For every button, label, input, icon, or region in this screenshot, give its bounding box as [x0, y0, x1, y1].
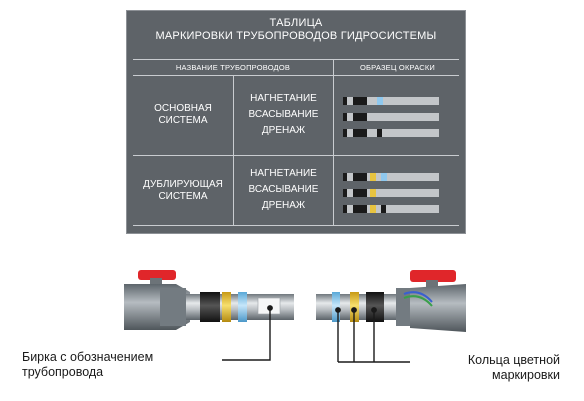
ring-leader-dot [351, 307, 357, 313]
ring-black [377, 129, 382, 137]
ring-black [381, 205, 386, 213]
tag-leader-line [222, 308, 271, 361]
line-pressure: НАГНЕТАНИЕ [250, 168, 317, 179]
ring-black [353, 97, 367, 105]
left-ring-blue [238, 292, 247, 322]
divider-under-header [133, 75, 459, 76]
system-main-name: ОСНОВНАЯ СИСТЕМА [133, 103, 233, 127]
system-backup-name-line1: ДУБЛИРУЮЩАЯ [143, 179, 223, 190]
right-valve-stem [426, 280, 438, 288]
caption-pipeline-tag: Бирка с обозначением трубопровода [22, 350, 153, 380]
ring-yellow [370, 189, 376, 197]
ring-yellow [370, 205, 376, 213]
ring-yellow [370, 173, 376, 181]
divider-col-lines-2 [233, 155, 234, 225]
header-pipeline-name: НАЗВАНИЕ ТРУБОПРОВОДОВ [175, 63, 291, 72]
line-drain: ДРЕНАЖ [261, 200, 306, 211]
system-backup-name: ДУБЛИРУЮЩАЯ СИСТЕМА [129, 179, 237, 203]
line-suction: ВСАСЫВАНИЕ [248, 184, 319, 195]
marking-table-plate: ТАБЛИЦА МАРКИРОВКИ ТРУБОПРОВОДОВ ГИДРОСИ… [126, 10, 466, 234]
right-ring-blue [332, 292, 340, 322]
caption-rings-line2: маркировки [492, 368, 560, 382]
left-ring-yellow [222, 292, 231, 322]
left-valve-handle [138, 270, 176, 280]
right-fitting-body [410, 284, 466, 332]
swatch-backup-pressure [343, 173, 439, 181]
right-pipe-assembly [316, 270, 466, 332]
caption-tag-line1: Бирка с обозначением [22, 350, 154, 364]
plate-title-line1: ТАБЛИЦА [269, 17, 323, 29]
left-ring-black [200, 292, 220, 322]
system-main-name-line1: ОСНОВНАЯ [154, 103, 212, 114]
ring-black [343, 173, 347, 181]
ring-black [343, 113, 347, 121]
divider-between-systems [133, 155, 459, 156]
plate-title-line2: МАРКИРОВКИ ТРУБОПРОВОДОВ ГИДРОСИСТЕМЫ [155, 30, 437, 42]
swatch-main-drain [343, 129, 439, 137]
leader-lines [222, 305, 410, 363]
ring-black [343, 129, 347, 137]
ring-black [343, 97, 347, 105]
left-pipe-assembly [124, 270, 294, 330]
divider-col-sample [333, 59, 334, 225]
system-main-lines: НАГНЕТАНИЕ ВСАСЫВАНИЕ ДРЕНАЖ [234, 91, 333, 139]
pipe-diagram [124, 270, 466, 363]
left-fitting-nut [160, 288, 186, 326]
right-fitting-wires [403, 291, 433, 303]
ring-black [353, 173, 367, 181]
right-valve-handle [410, 270, 456, 282]
plate-title: ТАБЛИЦА МАРКИРОВКИ ТРУБОПРОВОДОВ ГИДРОСИ… [127, 17, 465, 43]
ring-leader-dot [335, 307, 341, 313]
divider-bottom [133, 225, 459, 226]
swatch-backup-suction [343, 189, 439, 197]
left-valve-stem [150, 278, 162, 286]
caption-rings-line1: Кольца цветной [467, 353, 560, 367]
divider-under-title [133, 59, 459, 60]
ring-black [343, 189, 347, 197]
ring-blue [377, 97, 383, 105]
ring-black [353, 205, 367, 213]
system-backup-name-line2: СИСТЕМА [158, 191, 208, 202]
right-ring-yellow [350, 292, 359, 322]
line-pressure: НАГНЕТАНИЕ [250, 93, 317, 104]
ring-blue [381, 173, 387, 181]
tag-leader-dot [267, 305, 273, 311]
divider-col-lines-1 [233, 75, 234, 155]
caption-color-rings: Кольца цветной маркировки [414, 353, 560, 383]
right-ring-black [366, 292, 384, 322]
ring-black [353, 129, 367, 137]
line-drain: ДРЕНАЖ [261, 125, 306, 136]
header-color-sample: ОБРАЗЕЦ ОКРАСКИ [359, 63, 436, 72]
system-backup-lines: НАГНЕТАНИЕ ВСАСЫВАНИЕ ДРЕНАЖ [234, 166, 333, 214]
system-main-name-line2: СИСТЕМА [158, 115, 208, 126]
right-pipe [316, 294, 406, 320]
caption-tag-line2: трубопровода [22, 365, 104, 379]
swatch-main-suction [343, 113, 439, 121]
ring-black [343, 205, 347, 213]
swatch-main-pressure [343, 97, 439, 105]
ring-black [353, 189, 367, 197]
line-suction: ВСАСЫВАНИЕ [248, 109, 319, 120]
ring-leader-dot [371, 307, 377, 313]
swatch-backup-drain [343, 205, 439, 213]
ring-black [353, 113, 367, 121]
right-fitting-wires-green [403, 295, 433, 307]
